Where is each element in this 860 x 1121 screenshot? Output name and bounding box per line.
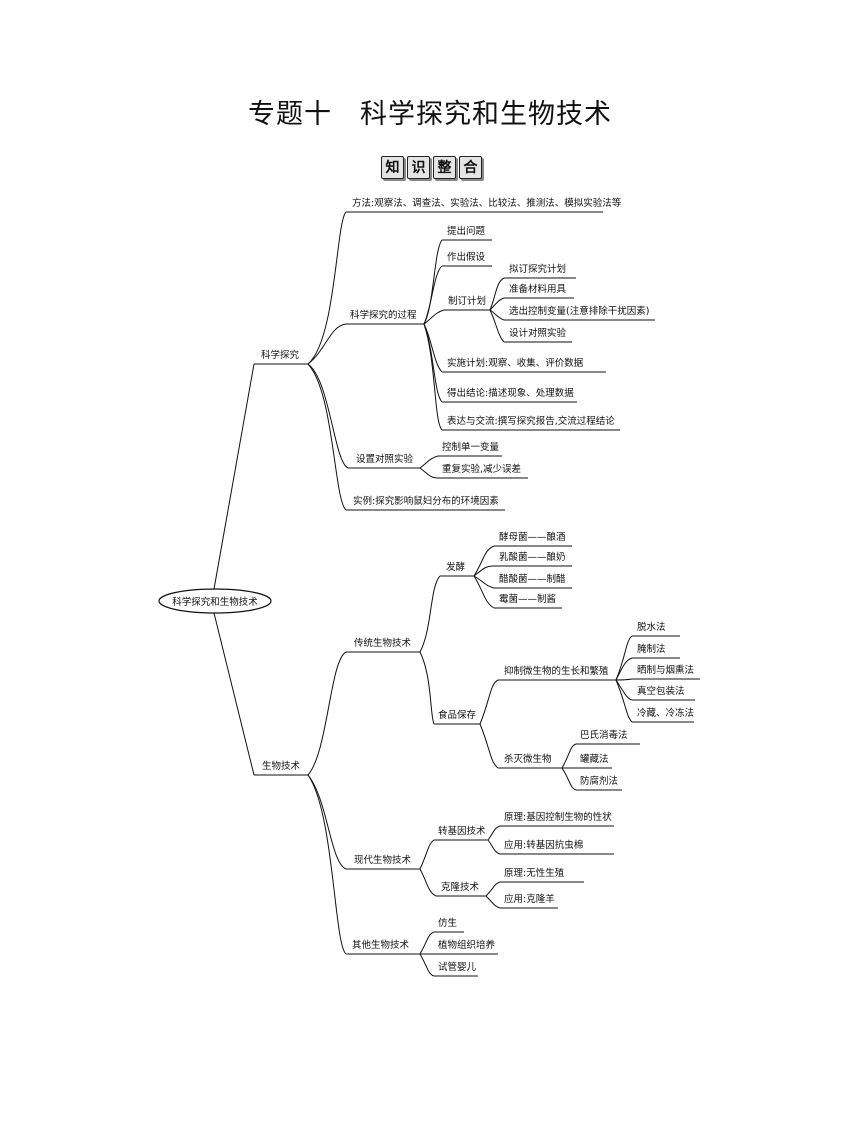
fermentation-item: 酵母菌——酿酒: [499, 531, 566, 543]
inhibit-item: 腌制法: [637, 643, 666, 655]
connector: [615, 635, 633, 681]
plan-item: 拟订探究计划: [509, 263, 566, 275]
transgenic-item: 应用:转基因抗虫棉: [504, 839, 583, 851]
other-item: 仿生: [438, 917, 458, 929]
process-step: 制订计划: [448, 295, 486, 307]
connector: [419, 467, 439, 479]
process-step: 提出问题: [447, 225, 486, 237]
connector: [489, 277, 505, 311]
badge-char: 合: [459, 156, 482, 179]
connector: [485, 881, 501, 897]
root-node: [158, 588, 272, 614]
plan-item: 选出控制变量(注意排除干扰因素): [509, 305, 649, 317]
connector: [479, 679, 499, 725]
inhibit-item: 晒制与烟熏法: [637, 664, 694, 676]
fermentation-item: 醋酸菌——制醋: [499, 573, 566, 585]
connector: [473, 575, 495, 609]
connector: [489, 309, 505, 321]
connector: [307, 774, 347, 870]
connector: [479, 723, 499, 769]
connector: [473, 545, 495, 577]
kill-label: 杀灭微生物: [504, 753, 552, 765]
fermentation-item: 乳酸菌——酿奶: [499, 551, 566, 563]
connector: [307, 651, 347, 776]
connector: [307, 363, 349, 469]
cloning-item: 原理:无性生殖: [504, 867, 565, 879]
branch-label: 生物技术: [262, 760, 301, 772]
connector: [561, 743, 577, 769]
connector: [419, 931, 435, 955]
cloning-item: 应用:克隆羊: [504, 893, 555, 905]
other-item: 植物组织培养: [438, 939, 496, 951]
cloning-label: 克隆技术: [441, 881, 480, 893]
connector: [561, 767, 577, 791]
control-item: 重复实验,减少误差: [442, 463, 521, 475]
connector: [487, 825, 501, 841]
connector: [423, 309, 445, 325]
connector: [307, 774, 347, 955]
connector: [423, 323, 443, 431]
page-title: 专题十 科学探究和生物技术: [248, 99, 612, 130]
inhibit-item: 冷藏、冷冻法: [637, 707, 694, 719]
connector: [307, 323, 347, 365]
connector: [419, 651, 435, 725]
connector: [615, 679, 633, 701]
connector: [213, 612, 255, 776]
badge-char: 识: [407, 156, 430, 179]
connector: [487, 839, 501, 855]
connector: [419, 953, 435, 977]
modern-label: 现代生物技术: [354, 854, 412, 866]
kill-item: 防腐剂法: [580, 775, 618, 787]
section-badges: 知 识 整 合: [381, 156, 482, 179]
connector: [423, 239, 443, 325]
branch-label: 科学探究: [261, 349, 300, 361]
control-item: 控制单一变量: [442, 441, 500, 453]
root-label: 科学探究和生物技术: [172, 596, 258, 608]
transgenic-item: 原理:基因控制生物的性状: [504, 811, 612, 823]
traditional-label: 传统生物技术: [354, 637, 412, 649]
connector: [485, 895, 501, 909]
connector: [307, 363, 347, 511]
transgenic-label: 转基因技术: [438, 825, 486, 837]
other-label: 其他生物技术: [352, 939, 410, 951]
plan-item: 准备材料用具: [509, 283, 567, 295]
connector: [473, 565, 495, 577]
inhibit-item: 真空包装法: [637, 685, 685, 697]
fermentation-label: 发酵: [446, 561, 466, 573]
connector: [419, 575, 441, 653]
preservation-label: 食品保存: [438, 709, 477, 721]
connector: [473, 575, 495, 589]
process-step: 作出假设: [447, 251, 486, 263]
connector: [213, 363, 255, 590]
process-label: 科学探究的过程: [350, 309, 417, 321]
fermentation-item: 霉菌——制酱: [499, 593, 556, 605]
connector: [615, 678, 633, 681]
inhibit-item: 脱水法: [637, 621, 666, 633]
kill-item: 巴氏消毒法: [580, 729, 628, 741]
connector: [307, 211, 347, 365]
connector: [423, 265, 443, 325]
connector: [489, 309, 505, 343]
example-label: 实例:探究影响鼠妇分布的环境因素: [353, 495, 499, 507]
inhibit-label: 抑制微生物的生长和繁殖: [504, 665, 609, 677]
kill-item: 罐藏法: [580, 753, 609, 765]
connector: [615, 657, 633, 681]
badge-char: 知: [381, 156, 404, 179]
connector: [419, 839, 435, 870]
badge-char: 整: [433, 156, 456, 179]
connector: [615, 679, 633, 723]
method-label: 方法:观察法、调查法、实验法、比较法、推测法、模拟实验法等: [352, 197, 622, 209]
process-step: 实施计划:观察、收集、评价数据: [447, 357, 584, 369]
connector: [489, 297, 505, 311]
control-label: 设置对照实验: [356, 453, 414, 465]
connector: [419, 455, 439, 469]
plan-item: 设计对照实验: [509, 327, 567, 339]
other-item: 试管婴儿: [438, 961, 477, 973]
process-step: 表达与交流:撰写探究报告,交流过程结论: [447, 415, 615, 427]
connector: [419, 868, 437, 897]
process-step: 得出结论:描述现象、处理数据: [447, 387, 574, 399]
